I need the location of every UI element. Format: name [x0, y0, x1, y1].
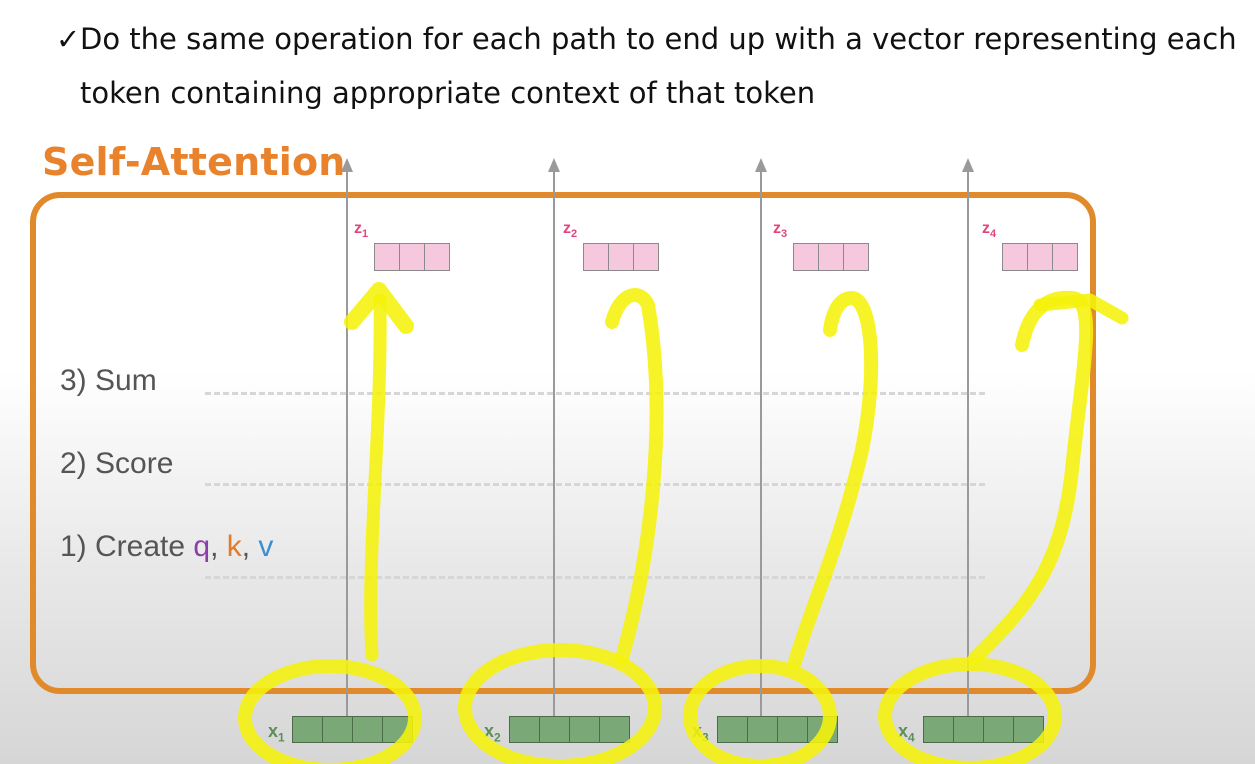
- x1-label: x1: [268, 721, 285, 745]
- step-create-label: 1) Create q, k, v: [60, 530, 273, 564]
- separator: ,: [210, 530, 227, 563]
- arrow-up-icon: [548, 158, 560, 172]
- arrow-up-icon: [962, 158, 974, 172]
- separator: ,: [241, 530, 259, 563]
- self-attention-frame: [30, 192, 1096, 694]
- path-line-1: [346, 170, 348, 718]
- bullet-line-2: token containing appropriate context of …: [80, 76, 816, 110]
- x2-vector: [509, 716, 630, 743]
- z4-vector: [1002, 243, 1078, 271]
- x4-vector: [923, 716, 1044, 743]
- score-divider: [205, 483, 985, 486]
- step-score-label: 2) Score: [60, 447, 174, 480]
- step-create-prefix: 1) Create: [60, 530, 194, 563]
- diagram-title: Self-Attention: [42, 140, 346, 184]
- q-label: q: [193, 530, 211, 563]
- arrow-up-icon: [341, 158, 353, 172]
- bullet-line-1: Do the same operation for each path to e…: [80, 22, 1237, 56]
- v-label: v: [258, 530, 274, 563]
- z2-vector: [583, 243, 659, 271]
- x2-label: x2: [484, 721, 501, 745]
- bullet-point: ✓ Do the same operation for each path to…: [56, 12, 1246, 120]
- z3-vector: [793, 243, 869, 271]
- x3-vector: [717, 716, 838, 743]
- z2-label: z2: [563, 220, 578, 241]
- z1-vector: [374, 243, 450, 271]
- k-label: k: [226, 530, 242, 563]
- create-divider: [205, 576, 985, 579]
- path-line-3: [760, 170, 762, 718]
- x4-label: x4: [898, 721, 915, 745]
- z4-label: z4: [982, 220, 997, 241]
- z3-label: z3: [773, 220, 788, 241]
- path-line-2: [553, 170, 555, 718]
- path-line-4: [967, 170, 969, 718]
- arrow-up-icon: [755, 158, 767, 172]
- x3-label: x3: [692, 721, 709, 745]
- x1-vector: [292, 716, 413, 743]
- sum-divider: [205, 392, 985, 395]
- z1-label: z1: [354, 220, 369, 241]
- checkmark-icon: ✓: [56, 22, 81, 56]
- step-sum-label: 3) Sum: [60, 364, 157, 397]
